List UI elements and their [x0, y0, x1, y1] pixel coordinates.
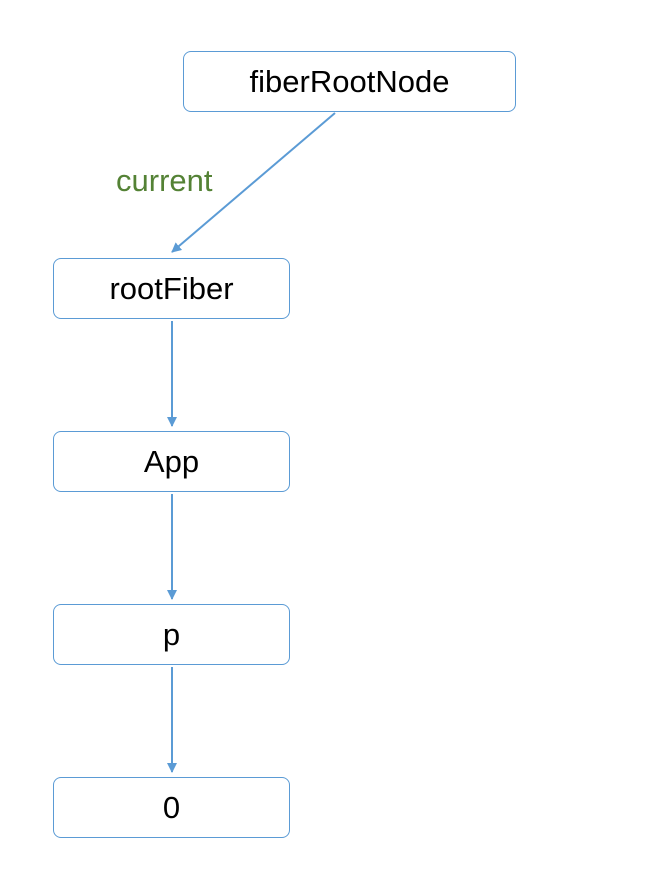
node-rootFiber: rootFiber [53, 258, 290, 319]
node-label-p: p [162, 616, 181, 652]
node-zero: 0 [53, 777, 290, 838]
node-app: App [53, 431, 290, 492]
edge-label-current: current [116, 163, 213, 198]
node-label-zero: 0 [162, 789, 181, 825]
node-p: p [53, 604, 290, 665]
node-fiberRootNode: fiberRootNode [183, 51, 516, 112]
node-label-rootFiber: rootFiber [109, 270, 234, 306]
node-label-fiberRootNode: fiberRootNode [249, 63, 450, 99]
node-label-app: App [143, 443, 200, 479]
